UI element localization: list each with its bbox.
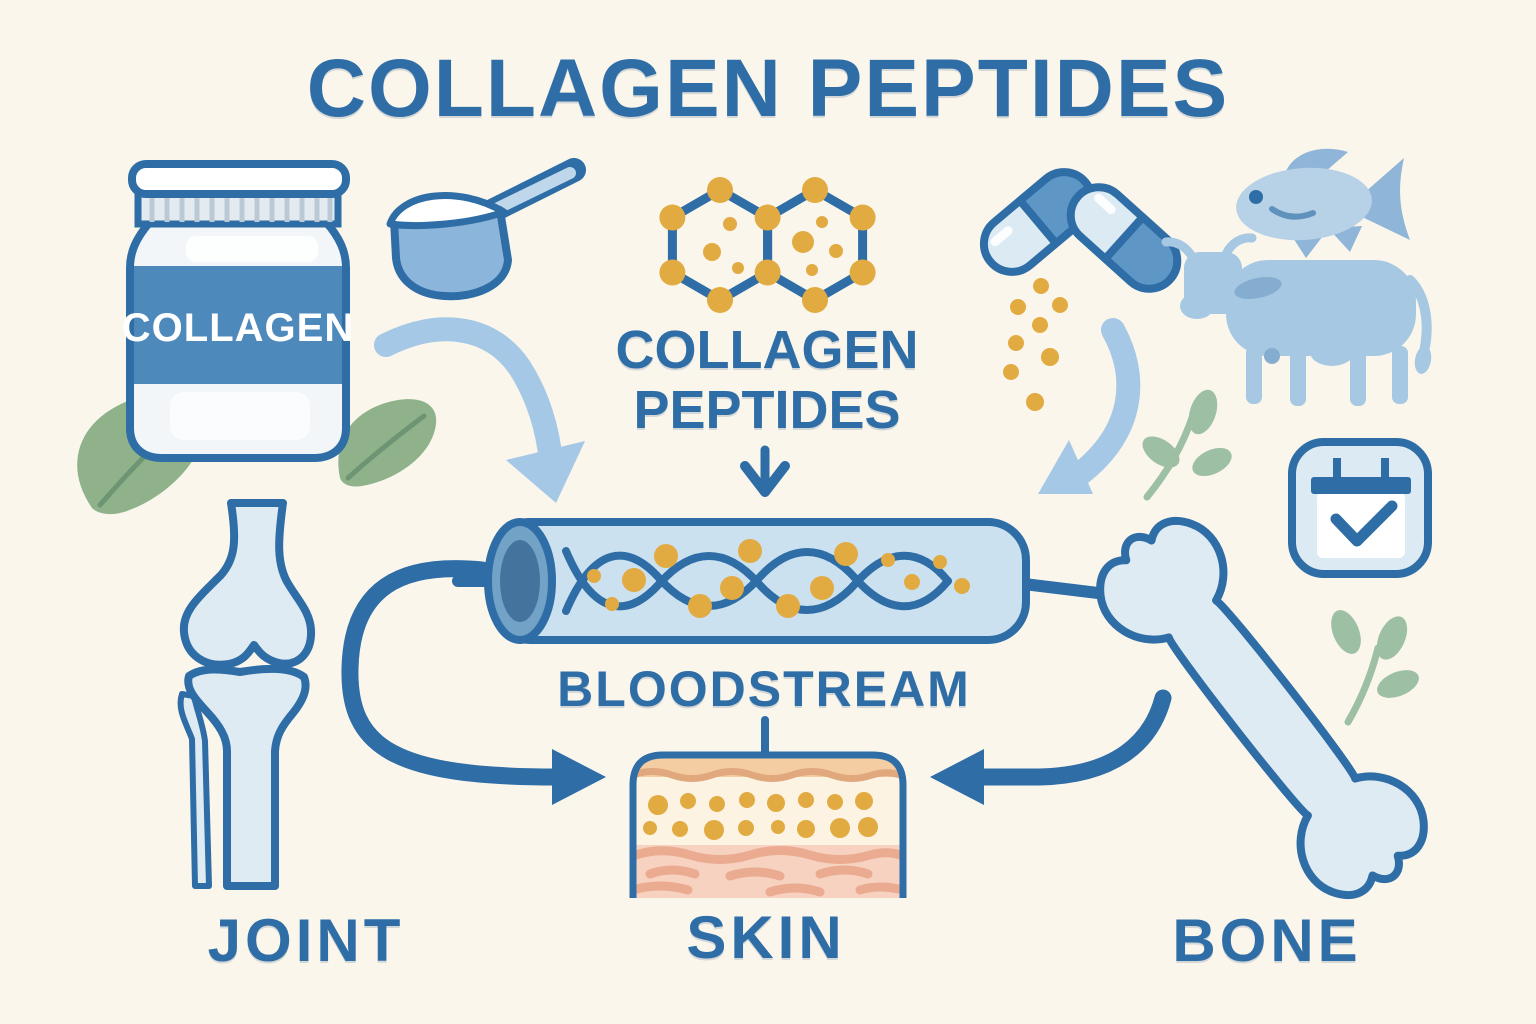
molecule-label-line2: PEPTIDES bbox=[633, 380, 901, 440]
capsule-pills-icon bbox=[979, 168, 1182, 293]
cow-icon bbox=[1161, 233, 1432, 406]
bone-icon bbox=[1096, 517, 1428, 899]
arrow-bloodstream-to-skin bbox=[341, 560, 606, 805]
molecule-label: COLLAGEN PEPTIDES bbox=[616, 320, 919, 440]
powder-dots bbox=[1003, 278, 1068, 411]
peptide-molecule-icon bbox=[659, 177, 876, 313]
bloodstream-label: BLOODSTREAM bbox=[557, 661, 971, 717]
joint-label: JOINT bbox=[207, 907, 405, 974]
page-title: COLLAGEN PEPTIDES bbox=[306, 43, 1230, 134]
arrow-jar-to-bloodstream bbox=[374, 317, 585, 503]
calendar-check-icon bbox=[1288, 438, 1432, 578]
arrow-bone-to-skin bbox=[930, 689, 1172, 805]
jar-label: COLLAGEN bbox=[121, 306, 355, 350]
sprig-decoration-icon bbox=[1142, 389, 1232, 501]
arrow-capsules-to-bloodstream bbox=[1038, 318, 1141, 494]
collagen-jar-icon bbox=[126, 160, 350, 462]
arrow-molecule-to-bloodstream bbox=[740, 445, 790, 497]
bone-label: BONE bbox=[1172, 907, 1362, 974]
bloodstream-vessel-icon bbox=[452, 518, 1104, 644]
skin-label: SKIN bbox=[686, 904, 846, 971]
knee-joint-icon bbox=[177, 499, 316, 890]
fish-icon bbox=[1236, 148, 1410, 258]
molecule-label-line1: COLLAGEN bbox=[615, 320, 919, 380]
sprig-decoration-icon-2 bbox=[1331, 610, 1419, 726]
skin-layers-icon bbox=[629, 751, 907, 898]
powder-scoop-icon bbox=[386, 158, 586, 301]
